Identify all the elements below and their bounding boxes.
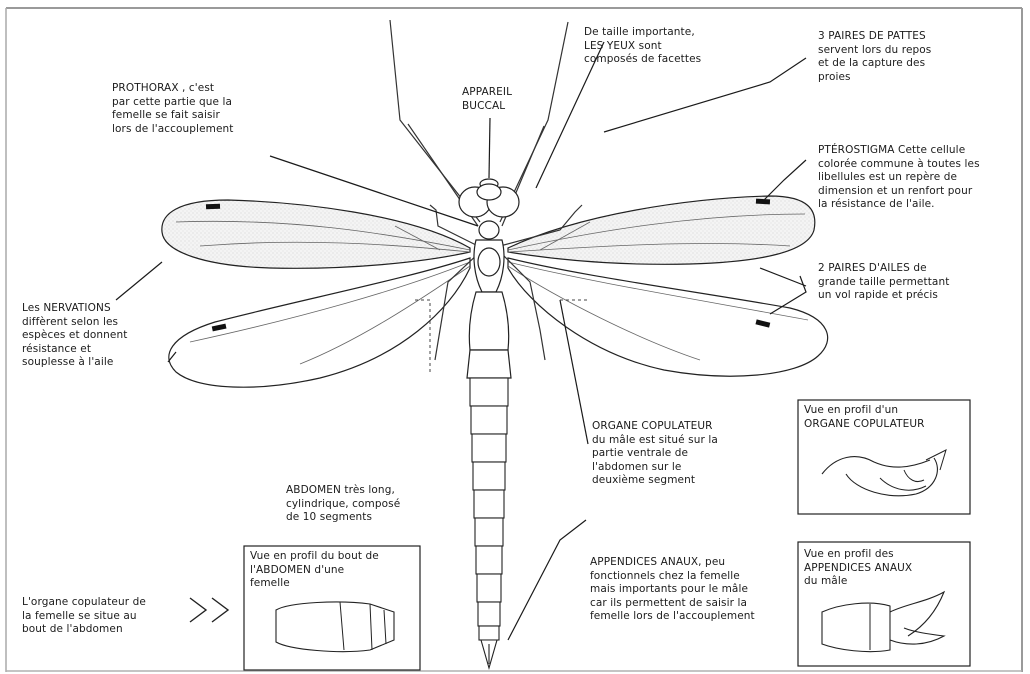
- dragonfly-body: [459, 179, 519, 378]
- abdomen-base: [469, 292, 509, 350]
- right-forewing: [508, 196, 815, 264]
- left-forewing: [162, 200, 470, 268]
- abdomen: [470, 378, 508, 668]
- arrow-chevrons: [190, 598, 228, 622]
- prothorax: [479, 221, 499, 239]
- left-hindwing: [169, 258, 470, 387]
